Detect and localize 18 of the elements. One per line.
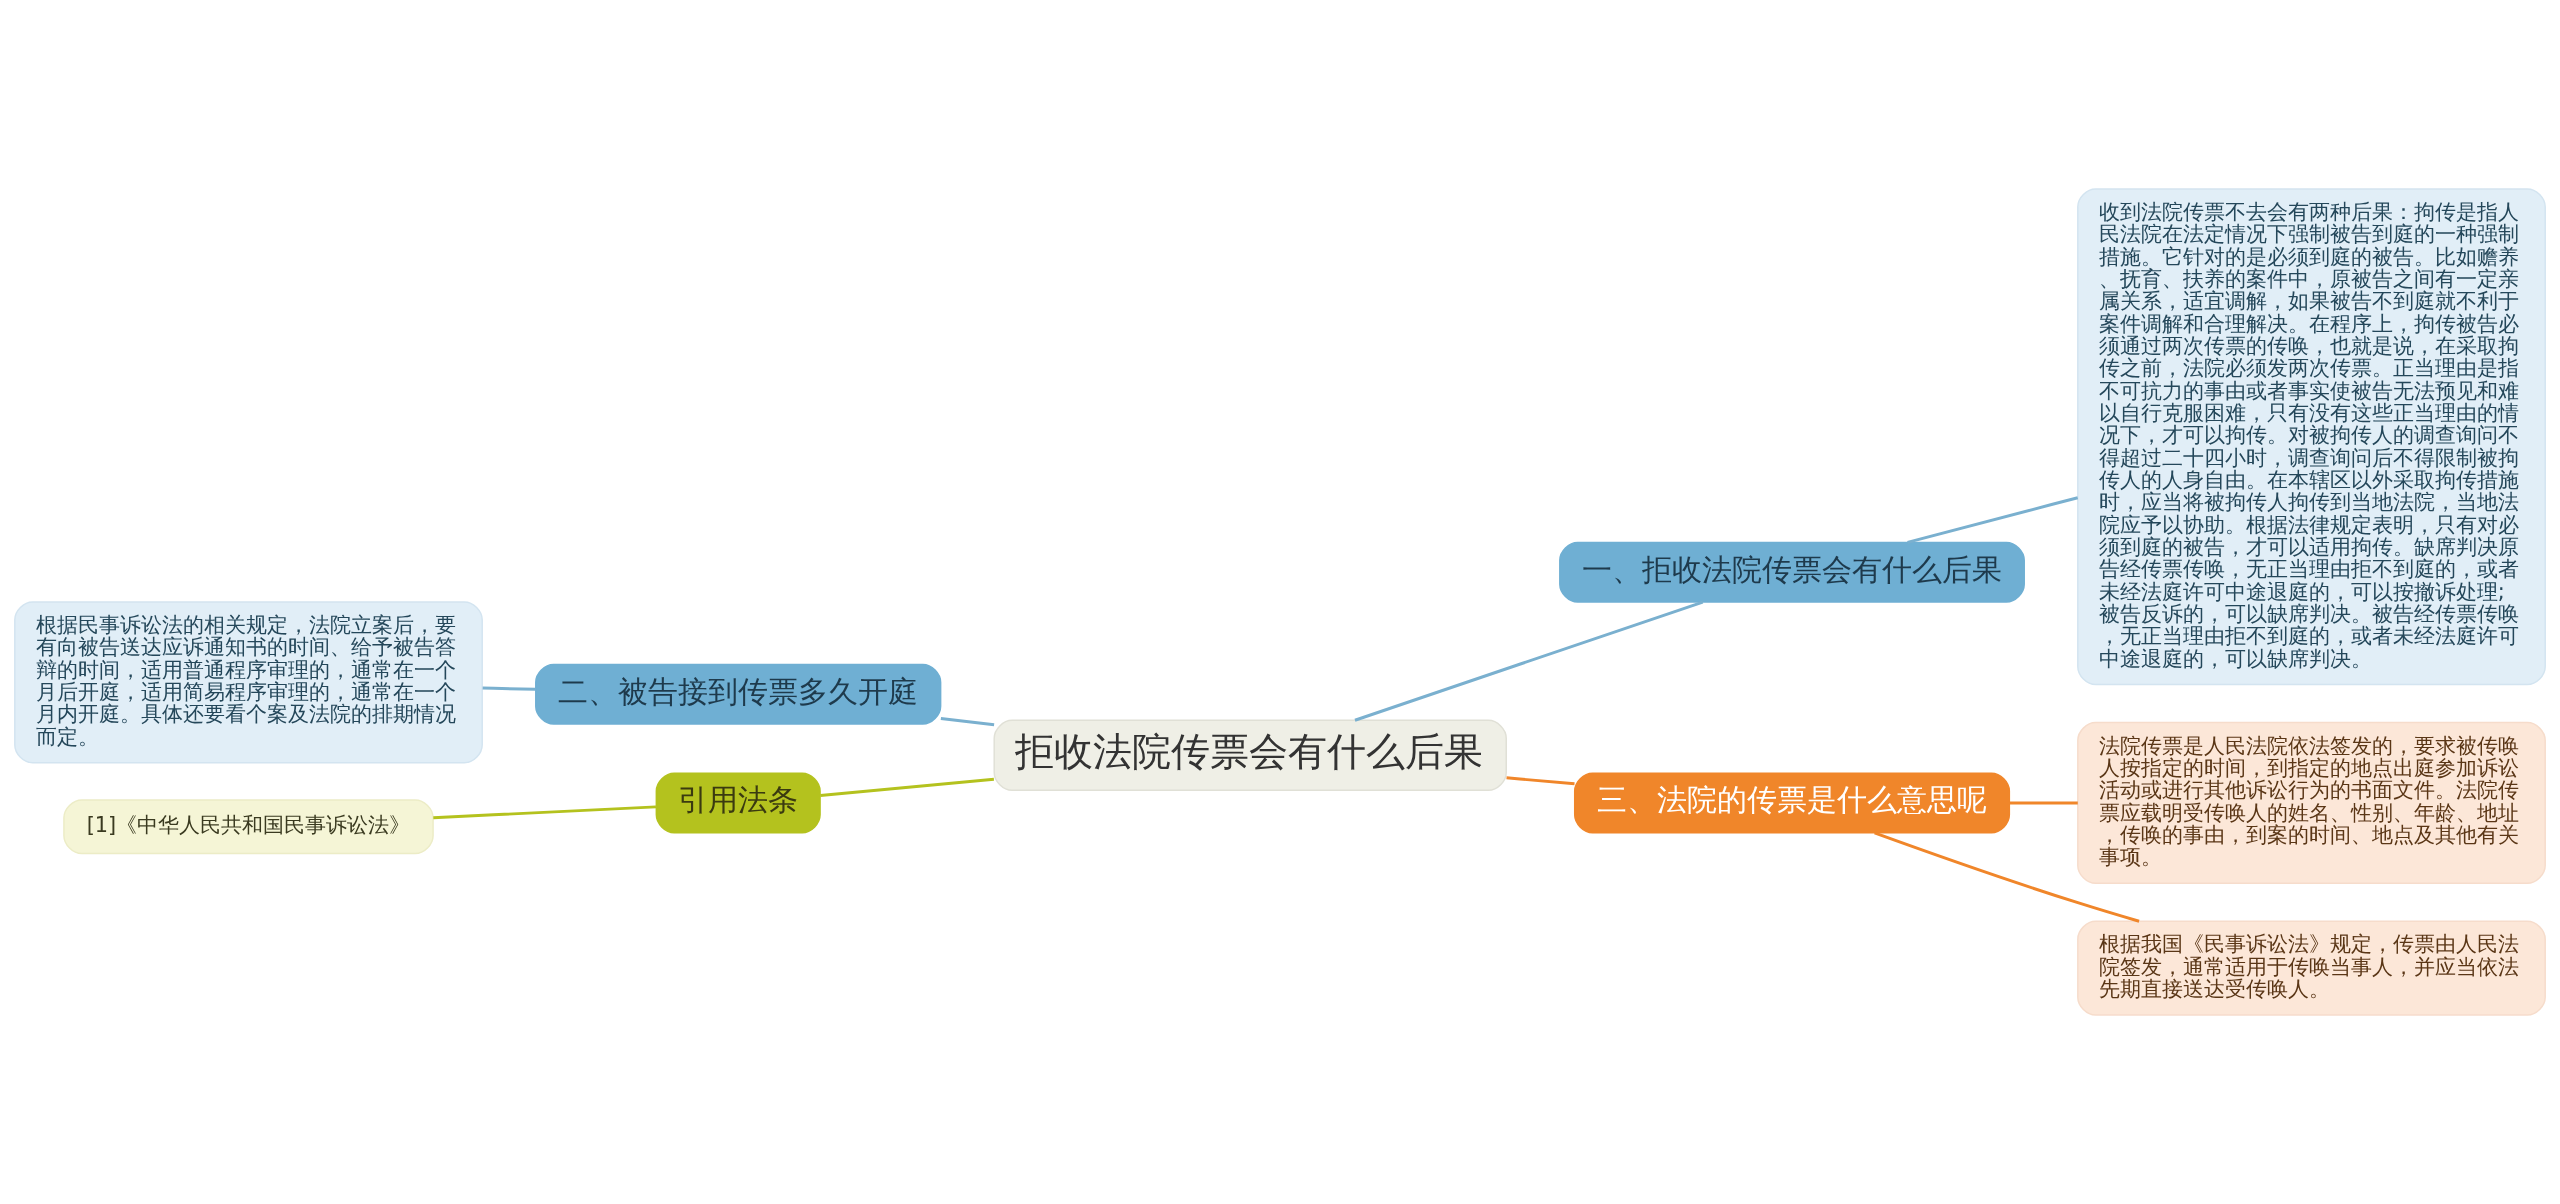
node-box: 根据民事诉讼法的相关规定，法院立案后，要有向被告送达应诉通知书的时间、给予被告答辩的时间，适用普通程序审理的，通常在一个月后开庭，适用简易程序审理的，通常在一个月内开庭。具体还要看个案及法院的排期情况而定。	[14, 601, 483, 764]
node-box: 一、拒收法院传票会有什么后果	[1559, 541, 2025, 603]
connector	[2009, 801, 2078, 805]
connector	[1907, 496, 2079, 544]
node-box: 引用法条	[655, 772, 821, 834]
node-box: 拒收法院传票会有什么后果	[993, 719, 1507, 792]
node-box: 二、被告接到传票多久开庭	[535, 663, 942, 725]
connector	[1354, 600, 1704, 722]
node-box: 根据我国《民事诉讼法》规定，传票由人民法院签发，通常适用于传唤当事人，并应当依法先期直接送达受传唤人。	[2077, 920, 2546, 1016]
node-box: 收到法院传票不去会有两种后果：拘传是指人民法院在法定情况下强制被告到庭的一种强制措施。它针对的是必须到庭的被告。比如赡养、抚育、扶养的案件中，原被告之间有一定亲属关系，适宜调解，如果被告不到庭就不利于案件调解和合理解决。在程序上，拘传被告必须通过两次传票的传唤，也就是说，在采取拘传之前，法院必须发两次传票。正当理由是指不可抗力的事由或者事实使被告无法预见和难以自行克服困难，只有没有这些正当理由的情况下，才可以拘传。对被拘传人的调查询问不得超过二十四小时，调查询问后不得限制被拘传人的人身自由。在本辖区以外采取拘传措施时，应当将被拘传人拘传到当地法院，当地法院应予以协助。根据法律规定表明，只有对必须到庭的被告，才可以适用拘传。缺席判决原告经传票传唤，无正当理由拒不到庭的，或者未经法庭许可中途退庭的，可以按撤诉处理;被告反诉的，可以缺席判决。被告经传票传唤，无正当理由拒不到庭的，或者未经法庭许可中途退庭的，可以缺席判决。	[2077, 188, 2546, 686]
connector	[482, 686, 536, 691]
node-box: [1]《中华人民共和国民事诉讼法》	[63, 799, 434, 855]
node-box: 三、法院的传票是什么意思呢	[1573, 772, 2011, 834]
connector	[1506, 776, 1575, 786]
node-box: 法院传票是人民法院依法签发的，要求被传唤人按指定的时间，到指定的地点出庭参加诉讼活动或进行其他诉讼行为的书面文件。法院传票应载明受传唤人的姓名、性别、年龄、地址，传唤的事由，到案的时间、地点及其他有关事项。	[2077, 721, 2546, 885]
connector	[820, 777, 995, 797]
connector	[433, 805, 657, 820]
connector	[940, 716, 995, 727]
